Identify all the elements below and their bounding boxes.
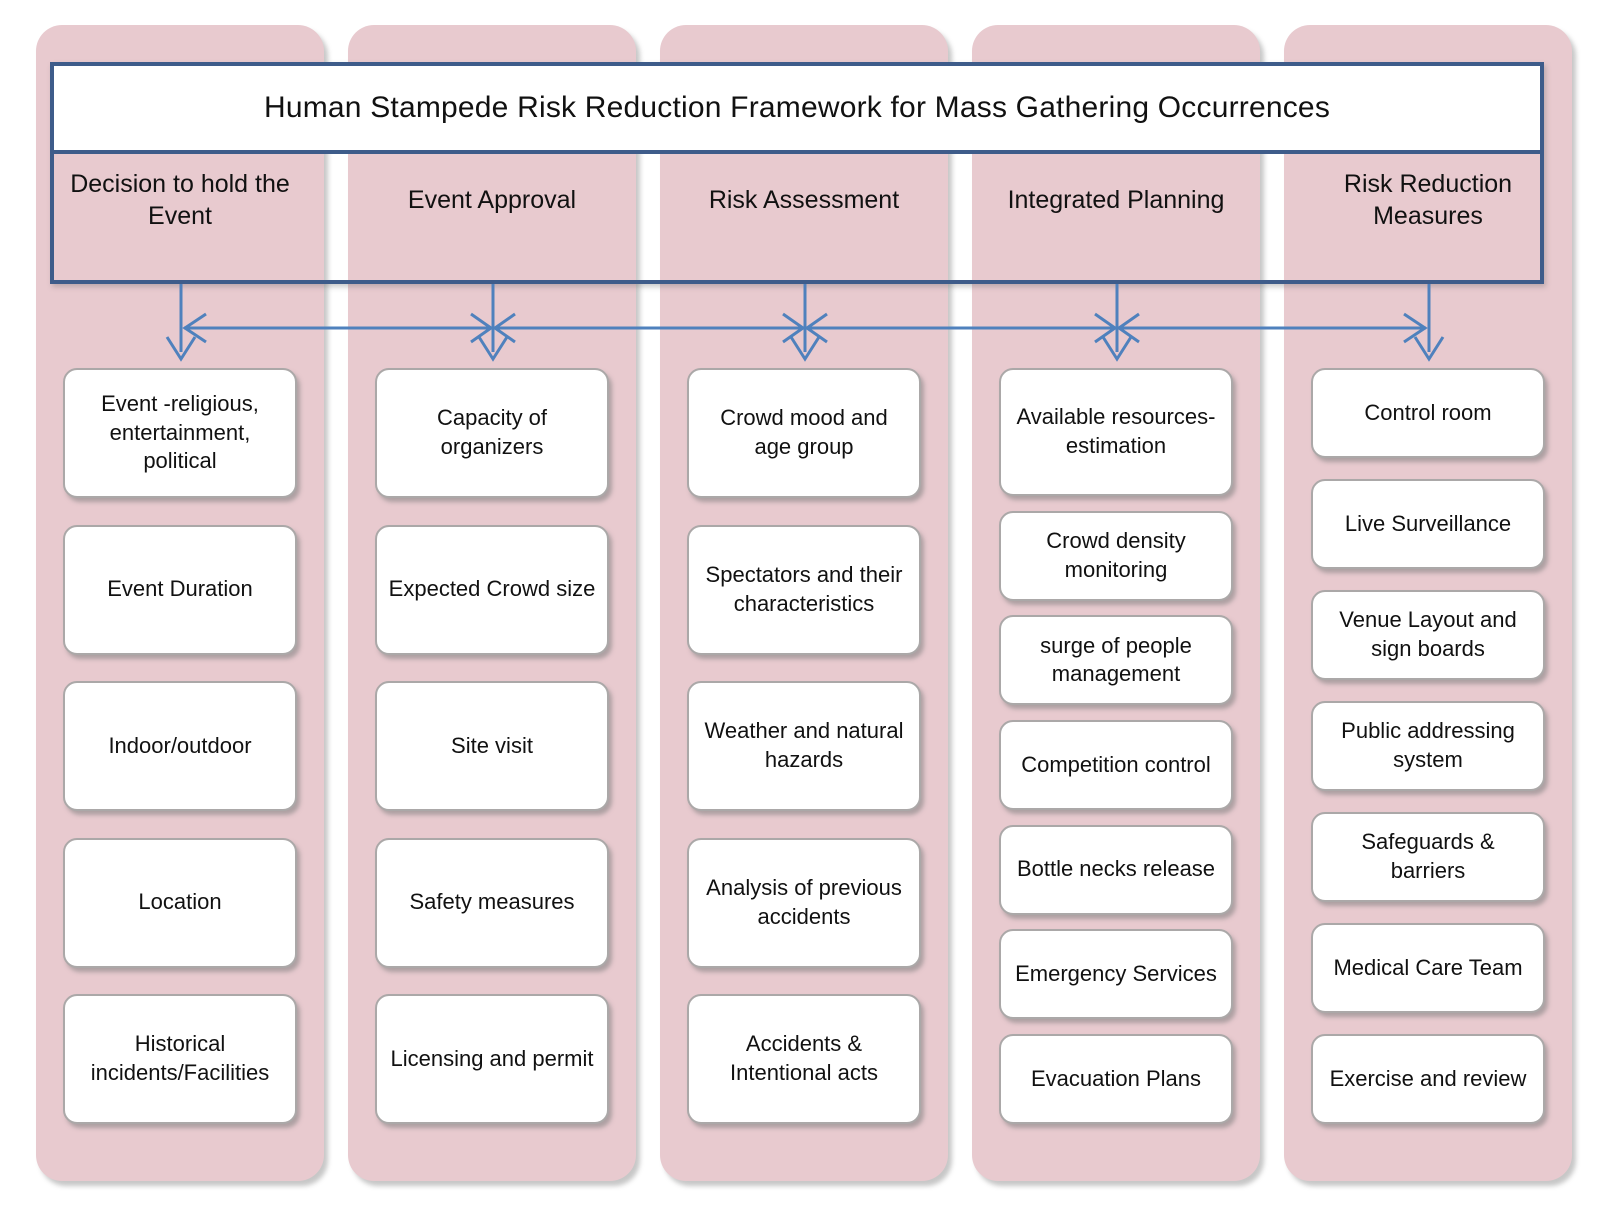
- column-items-approval: Capacity of organizers Expected Crowd si…: [348, 368, 636, 1124]
- node: Site visit: [375, 681, 609, 811]
- column-header-decision: Decision to hold the Event: [70, 169, 290, 231]
- node: Capacity of organizers: [375, 368, 609, 498]
- node: Live Surveillance: [1311, 479, 1545, 569]
- column-items-decision: Event -religious, entertainment, politic…: [36, 368, 324, 1124]
- node: Safety measures: [375, 837, 609, 968]
- node: Crowd density monitoring: [999, 510, 1233, 601]
- node: Spectators and their characteristics: [687, 524, 921, 655]
- column-header-risk-reduction: Risk Reduction Measures: [1343, 169, 1513, 231]
- node: Event Duration: [63, 524, 297, 655]
- node: Exercise and review: [1311, 1034, 1545, 1124]
- diagram-title: Human Stampede Risk Reduction Framework …: [54, 66, 1540, 154]
- node: Medical Care Team: [1311, 923, 1545, 1013]
- node: Accidents & Intentional acts: [687, 994, 921, 1124]
- column-items-risk-reduction: Control room Live Surveillance Venue Lay…: [1284, 368, 1572, 1124]
- node: Competition control: [999, 719, 1233, 810]
- column-items-integrated-planning: Available resources- estimation Crowd de…: [972, 368, 1260, 1124]
- node: Analysis of previous accidents: [687, 837, 921, 968]
- title-frame: Human Stampede Risk Reduction Framework …: [50, 62, 1544, 284]
- node: Emergency Services: [999, 929, 1233, 1020]
- node: Bottle necks release: [999, 824, 1233, 915]
- node: Crowd mood and age group: [687, 368, 921, 498]
- node: Safeguards & barriers: [1311, 812, 1545, 902]
- column-header-risk-assessment: Risk Assessment: [708, 185, 900, 214]
- node: Historical incidents/Facilities: [63, 994, 297, 1124]
- node: Location: [63, 837, 297, 968]
- column-items-risk-assessment: Crowd mood and age group Spectators and …: [660, 368, 948, 1124]
- column-header-approval: Event Approval: [407, 185, 577, 214]
- node: Expected Crowd size: [375, 524, 609, 655]
- node: Control room: [1311, 368, 1545, 458]
- node: Venue Layout and sign boards: [1311, 590, 1545, 680]
- node: Indoor/outdoor: [63, 681, 297, 811]
- node: Available resources- estimation: [999, 368, 1233, 496]
- node: Weather and natural hazards: [687, 681, 921, 811]
- node: surge of people management: [999, 615, 1233, 706]
- node: Evacuation Plans: [999, 1033, 1233, 1124]
- node: Public addressing system: [1311, 701, 1545, 791]
- node: Licensing and permit: [375, 994, 609, 1124]
- node: Event -religious, entertainment, politic…: [63, 368, 297, 498]
- column-header-integrated-planning: Integrated Planning: [1007, 185, 1225, 214]
